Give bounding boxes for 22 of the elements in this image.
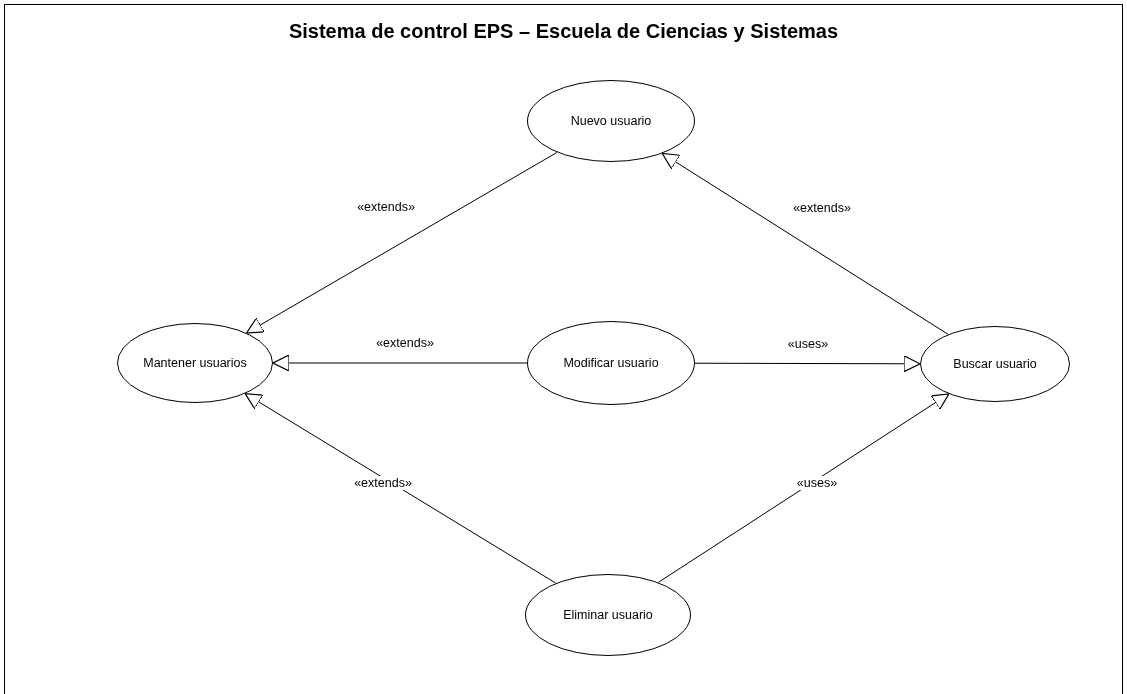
use-case-name: Eliminar usuario: [563, 608, 653, 622]
use-case-ellipse: [527, 80, 695, 162]
use-case-ellipse: [117, 323, 273, 403]
edge-label: «extends»: [353, 476, 413, 490]
use-case-ellipse: [527, 321, 695, 405]
use-case-name: Buscar usuario: [953, 357, 1037, 371]
edge-label: «extends»: [792, 201, 852, 215]
use-case-ellipse: [920, 326, 1070, 402]
edge-label: «extends»: [375, 336, 435, 350]
edge-label: «extends»: [356, 200, 416, 214]
arrow: [657, 393, 950, 583]
arrow: [661, 152, 949, 335]
use-case-name: Mantener usuarios: [143, 356, 247, 370]
use-case-name: Modificar usuario: [563, 356, 659, 370]
use-case-ellipse: [525, 574, 691, 656]
diagram-title: Sistema de control EPS – Escuela de Ciencias y Sistemas: [288, 20, 839, 43]
arrow: [246, 151, 558, 334]
arrow: [694, 355, 921, 373]
arrow: [244, 393, 557, 584]
arrow: [272, 354, 528, 372]
edge-label: «uses»: [795, 476, 839, 490]
use-case-name: Nuevo usuario: [570, 114, 652, 128]
